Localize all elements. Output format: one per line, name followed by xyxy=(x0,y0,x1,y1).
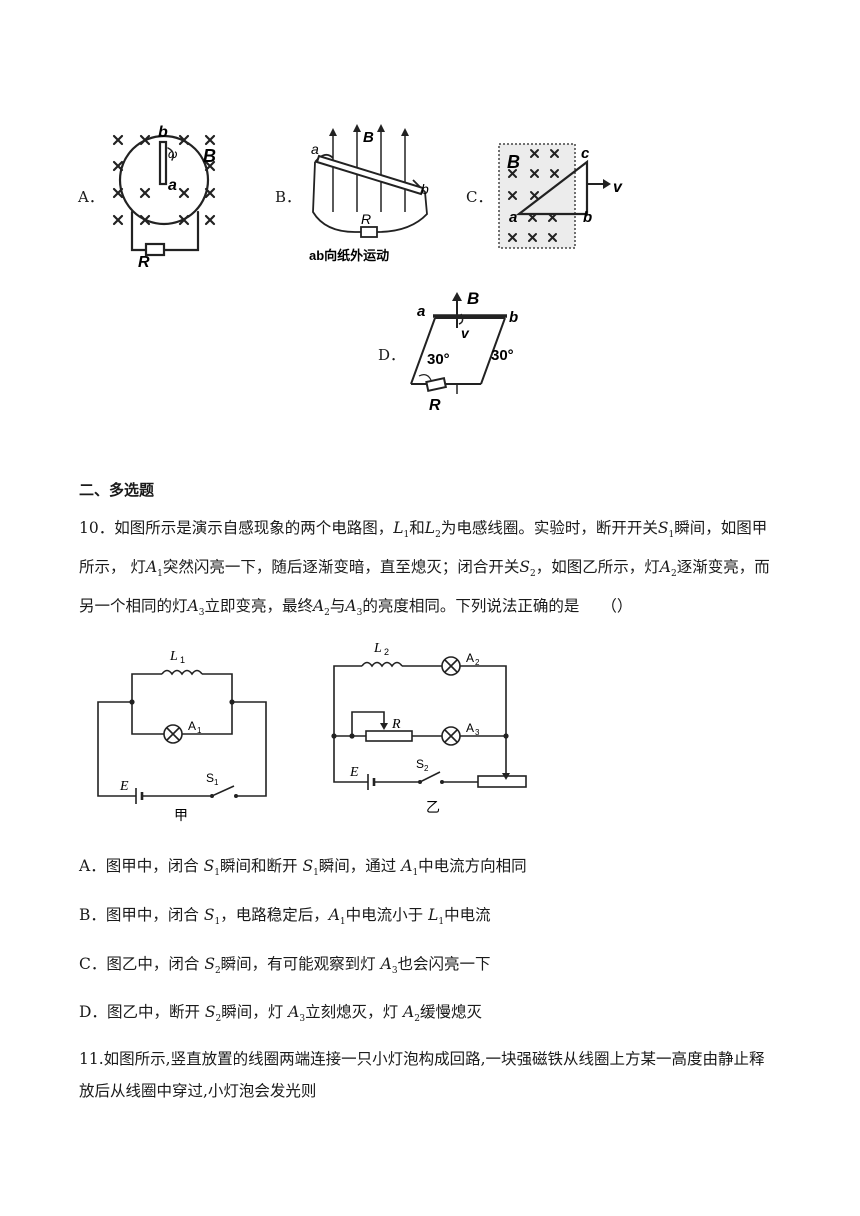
q10-option-d[interactable]: D．图乙中，断开 S2瞬间，灯 A3立刻熄灭，灯 A2缓慢熄灭 xyxy=(79,1003,482,1025)
label-R: R xyxy=(391,717,401,732)
label-S1: S xyxy=(206,771,214,785)
circuit-figure-yi: L 2 A 2 R A 3 E S 2 乙 xyxy=(331,641,527,815)
label-b: b xyxy=(583,209,592,226)
inductor-coil xyxy=(361,661,403,668)
figure-caption: ab向纸外运动 xyxy=(309,248,389,263)
label-A1: A xyxy=(188,719,196,733)
label-b: b xyxy=(509,309,518,326)
label-E: E xyxy=(349,765,359,780)
option-c-label: C． xyxy=(466,188,493,206)
circuit-figure-jia: L 1 A 1 E S 1 甲 xyxy=(97,649,267,823)
label-B: B xyxy=(507,152,520,172)
option-a-figure: b B ω a R xyxy=(112,124,216,268)
option-c-figure: B c v a b xyxy=(498,143,623,249)
label-a: a xyxy=(168,177,177,194)
svg-text:1: 1 xyxy=(214,778,219,787)
figure-caption-jia: 甲 xyxy=(174,807,188,823)
question-11-stem: 11.如图所示,竖直放置的线圈两端连接一只小灯泡构成回路,一块强磁铁从线圈上方某… xyxy=(79,1050,765,1100)
label-a: a xyxy=(509,209,517,226)
inductor-coil xyxy=(161,669,203,676)
label-A3: A xyxy=(466,721,474,735)
label-R: R xyxy=(429,397,441,414)
q10-option-b[interactable]: B．图甲中，闭合 S1，电路稳定后，A1中电流小于 L1中电流 xyxy=(79,906,491,928)
svg-text:1: 1 xyxy=(197,726,202,735)
svg-text:2: 2 xyxy=(475,658,480,667)
label-B: B xyxy=(467,289,479,308)
option-b-figure: a B b R ab向纸外运动 xyxy=(309,124,429,263)
label-B: B xyxy=(203,146,216,166)
section-heading: 二、多选题 xyxy=(79,481,155,499)
figure-caption-yi: 乙 xyxy=(426,799,440,815)
label-angle-left: 30° xyxy=(427,351,450,368)
option-d-figure: a B b v 30° 30° R xyxy=(410,289,518,414)
label-R: R xyxy=(361,211,371,227)
svg-text:3: 3 xyxy=(475,728,480,737)
option-b-label: B． xyxy=(275,188,302,206)
label-v: v xyxy=(461,325,470,341)
label-R: R xyxy=(138,254,150,268)
q10-option-a[interactable]: A．图甲中，闭合 S1瞬间和断开 S1瞬间，通过 A1中电流方向相同 xyxy=(79,857,527,879)
q10-option-c[interactable]: C．图乙中，闭合 S2瞬间，有可能观察到灯 A3也会闪亮一下 xyxy=(79,955,491,977)
label-b: b xyxy=(158,124,168,141)
label-b: b xyxy=(421,181,429,197)
question-10-stem: 10．如图所示是演示自感现象的两个电路图，L1和L2为电感线圈。实验时，断开开关… xyxy=(79,519,770,619)
label-A2: A xyxy=(466,651,474,665)
label-S2: S xyxy=(416,757,424,771)
label-a: a xyxy=(417,303,425,320)
field-crosses xyxy=(508,149,559,242)
label-L1: L xyxy=(169,649,178,664)
label-c: c xyxy=(581,145,590,162)
label-a: a xyxy=(311,141,319,157)
option-a-label: A． xyxy=(78,188,104,206)
svg-text:2: 2 xyxy=(384,647,389,657)
label-E: E xyxy=(119,779,129,794)
label-L2: L xyxy=(373,641,382,656)
svg-text:1: 1 xyxy=(180,655,185,665)
label-angle-right: 30° xyxy=(491,347,514,364)
label-v: v xyxy=(613,179,623,196)
label-omega: ω xyxy=(168,147,177,161)
label-B: B xyxy=(363,129,374,146)
svg-text:2: 2 xyxy=(424,764,429,773)
option-d-label: D． xyxy=(378,346,406,364)
answer-blank: （） xyxy=(601,597,633,616)
